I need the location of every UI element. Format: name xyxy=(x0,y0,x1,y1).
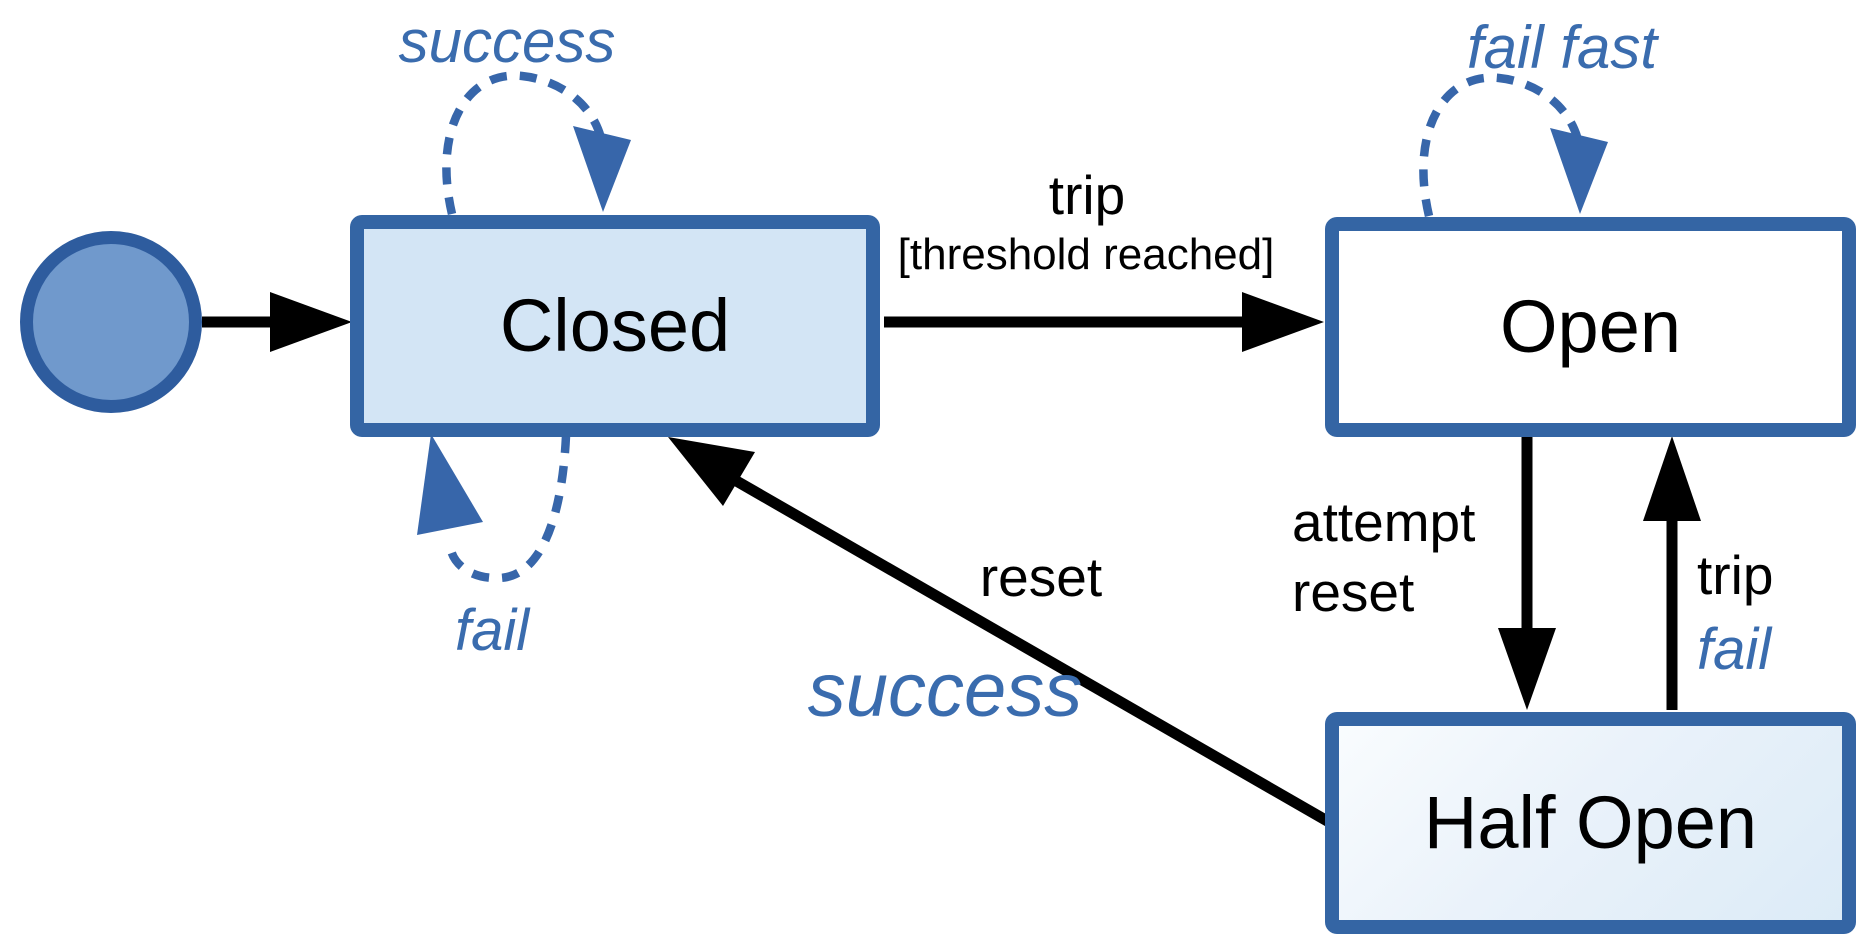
label-attempt-reset: attempt reset xyxy=(1292,487,1475,627)
loop-open-fail-fast xyxy=(1419,73,1608,217)
loop-success-head xyxy=(573,126,631,212)
label-fail-fast-loop: fail fast xyxy=(1466,14,1658,81)
loop-fail-arc xyxy=(445,435,571,583)
label-attempt-reset-line2: reset xyxy=(1292,561,1415,623)
loop-success-arc xyxy=(442,71,606,215)
arrow-trip-fail-head xyxy=(1643,436,1701,521)
arrow-initial-to-closed xyxy=(202,292,352,352)
arrow-reset-shaft xyxy=(730,474,1332,827)
label-reset-event: reset xyxy=(979,546,1103,608)
initial-state-node xyxy=(20,231,202,413)
arrow-initial-head xyxy=(270,292,352,352)
label-trip-event: trip xyxy=(1048,164,1126,226)
arrow-trip-head xyxy=(1242,292,1324,352)
state-closed-label: Closed xyxy=(499,284,731,367)
state-half-open: Half Open xyxy=(1325,712,1856,934)
loop-fail-head xyxy=(417,434,483,535)
state-open-label: Open xyxy=(1499,285,1682,368)
arrow-open-to-half-open xyxy=(1498,437,1556,710)
loop-fail-fast-head xyxy=(1550,128,1608,214)
arrow-half-open-to-closed xyxy=(668,437,1332,827)
state-half-open-label: Half Open xyxy=(1423,781,1758,864)
state-open: Open xyxy=(1325,217,1856,437)
label-success-loop: success xyxy=(398,8,616,75)
label-trip2-event: trip xyxy=(1697,544,1774,606)
state-closed: Closed xyxy=(350,215,880,437)
arrow-attempt-reset-head xyxy=(1498,628,1556,710)
loop-closed-success xyxy=(442,71,631,215)
label-trip-guard: [threshold reached] xyxy=(897,230,1275,279)
loop-closed-fail xyxy=(417,434,571,583)
arrow-reset-head xyxy=(668,437,755,506)
arrow-half-open-to-open xyxy=(1643,436,1701,710)
arrow-closed-to-open xyxy=(884,292,1324,352)
label-attempt-reset-line1: attempt xyxy=(1292,491,1476,553)
label-fail-loop: fail xyxy=(455,598,530,663)
label-success-outcome: success xyxy=(807,648,1083,733)
label-fail2-outcome: fail xyxy=(1697,617,1772,682)
loop-fail-fast-arc xyxy=(1419,73,1583,217)
